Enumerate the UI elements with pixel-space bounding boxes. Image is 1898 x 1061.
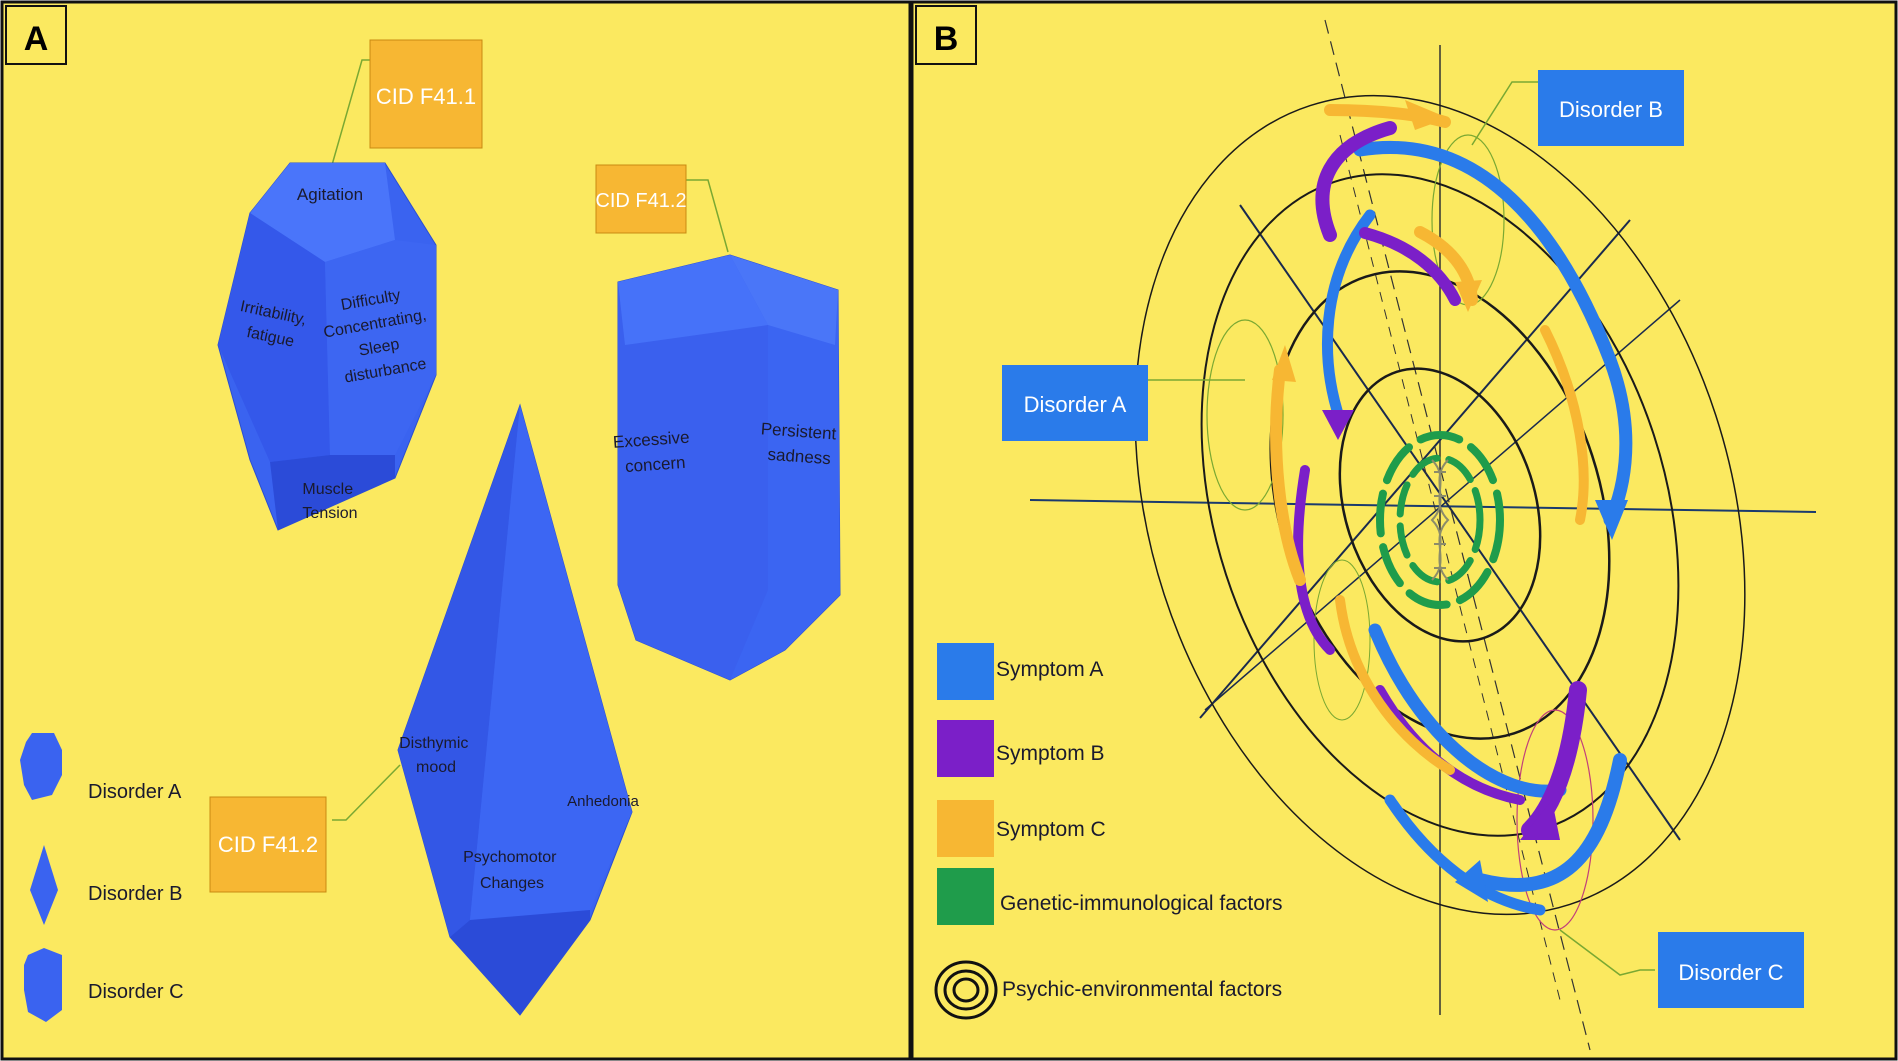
disorder-b-box-text: Disorder B [1559,97,1663,122]
disorder-c-left-text-2: concern [624,453,686,476]
legend-symptom-a-text: Symptom A [996,658,1103,681]
disorder-a-crystal: Agitation Irritability, fatigue Difficul… [217,162,437,531]
disorder-c-right-text-2: sadness [767,445,831,468]
disorder-a-region [1206,319,1284,511]
disorder-c-connector [1559,929,1655,976]
symptom-c-arrowhead-top [1405,100,1448,130]
disorder-b-connector [1471,81,1538,146]
horizontal-axis [1029,499,1817,513]
dashed-axis-2 [1339,134,1561,1001]
disorder-a-top-text: Agitation [297,185,363,204]
disorder-c-box-text: Disorder C [1678,960,1783,985]
symptom-b-arc-upper [1359,227,1461,306]
symptom-c-arc-bottom [1335,595,1455,775]
env-ellipse-inner [1338,367,1542,643]
panel-b-label-box [915,5,977,65]
disorder-b-crystal: Disthymic mood Psychomotor Changes Anhed… [397,403,640,1016]
legend-disorder-a-icon [20,733,62,800]
dna-helix [1430,459,1450,581]
disorder-b-center-text-2: Changes [480,875,544,892]
disorder-b-right-text: Anhedonia [567,793,639,810]
disorder-b-left-text-1: Disthymic [399,735,468,752]
cid-connector-1 [329,59,370,173]
cid-box-2 [595,164,687,234]
panel-a-legend: Disorder A Disorder B Disorder C [20,733,184,1022]
cid-connector-2 [686,179,729,253]
cid-box-3 [209,796,327,893]
legend-symptom-c-swatch [937,800,994,857]
diagonal-line-1 [1239,204,1681,841]
legend-genetic-text: Genetic-immunological factors [1000,892,1282,915]
env-ellipse-outermost [1134,94,1746,916]
legend-disorder-a-text: Disorder A [88,781,182,803]
cid-label-2: CID F41.2 [595,190,686,212]
svg-text:Psychomotor Changes: Psychomotor Changes [463,849,561,892]
genetic-ring-outer [1376,431,1504,609]
svg-text:Muscle Tension: Muscle Tension [302,481,357,522]
genetic-ring-inner [1396,454,1484,586]
disorder-a-bottom-text-1: Muscle [302,481,353,498]
legend-symptom-c-text: Symptom C [996,818,1106,841]
legend-environment-text: Psychic-environmental factors [1002,978,1282,1001]
disorder-a-box [1002,365,1148,441]
disorder-b-left-text-2: mood [416,759,456,776]
symptom-c-arc-right [1540,325,1589,525]
cid-label-3: CID F41.2 [218,832,318,857]
symptom-a-arrowhead-right [1595,500,1628,540]
symptom-a-arc-bottom [1368,623,1567,798]
svg-text:Disthymic mood: Disthymic mood [399,735,473,776]
disorder-c-crystal: Excessive concern Persistent sadness [612,254,841,681]
symptom-b-arc-top [1315,121,1397,242]
symptom-c-arc-left [1270,364,1306,586]
legend-symptom-b-text: Symptom B [996,742,1105,765]
diagonal-line-3 [1204,299,1681,711]
legend-disorder-b-text: Disorder B [88,883,182,905]
panel-a-label-box [5,5,67,65]
disorder-a-right-text-3: Sleep [357,336,400,360]
legend-disorder-c-icon [24,948,62,1022]
symptom-c-arrowhead-left [1272,345,1296,382]
disorder-a-box-text: Disorder A [1024,392,1127,417]
symptom-b-arrowhead-left [1322,410,1354,440]
disorder-c-box [1658,932,1804,1008]
panel-b-legend: Symptom A Symptom B Symptom C Genetic-im… [934,643,1282,1020]
symptom-b-arrowhead-right [1520,800,1560,840]
symptom-a-arc-lower-left [1384,794,1546,916]
legend-genetic-swatch [937,868,994,925]
legend-disorder-b-icon [30,845,58,925]
disorder-b-box [1538,70,1684,146]
minor-region [1313,559,1371,721]
symptom-c-arrowhead-upper [1455,280,1482,312]
legend-symptom-a-swatch [937,643,994,700]
symptom-a-arrowhead-lower [1455,860,1488,902]
symptom-a-arc-lower [1473,753,1627,892]
legend-disorder-c-text: Disorder C [88,981,184,1003]
cid-box-1 [369,39,483,149]
cid-label-1: CID F41.1 [376,84,476,109]
panel-b-diagram [1029,19,1817,1051]
disorder-c-region [1516,709,1594,931]
legend-environment-icon [934,960,998,1020]
panel-b-label: B [934,20,959,58]
legend-symptom-b-swatch [937,720,994,777]
disorder-b-center-text-1: Psychomotor [463,849,557,866]
disorder-a-bottom-text-2: Tension [302,505,357,522]
panel-a-label: A [24,20,49,58]
symptom-a-arc-left [1322,209,1376,426]
symptom-a-arc-right [1353,141,1633,527]
cid-connector-3 [332,764,401,821]
